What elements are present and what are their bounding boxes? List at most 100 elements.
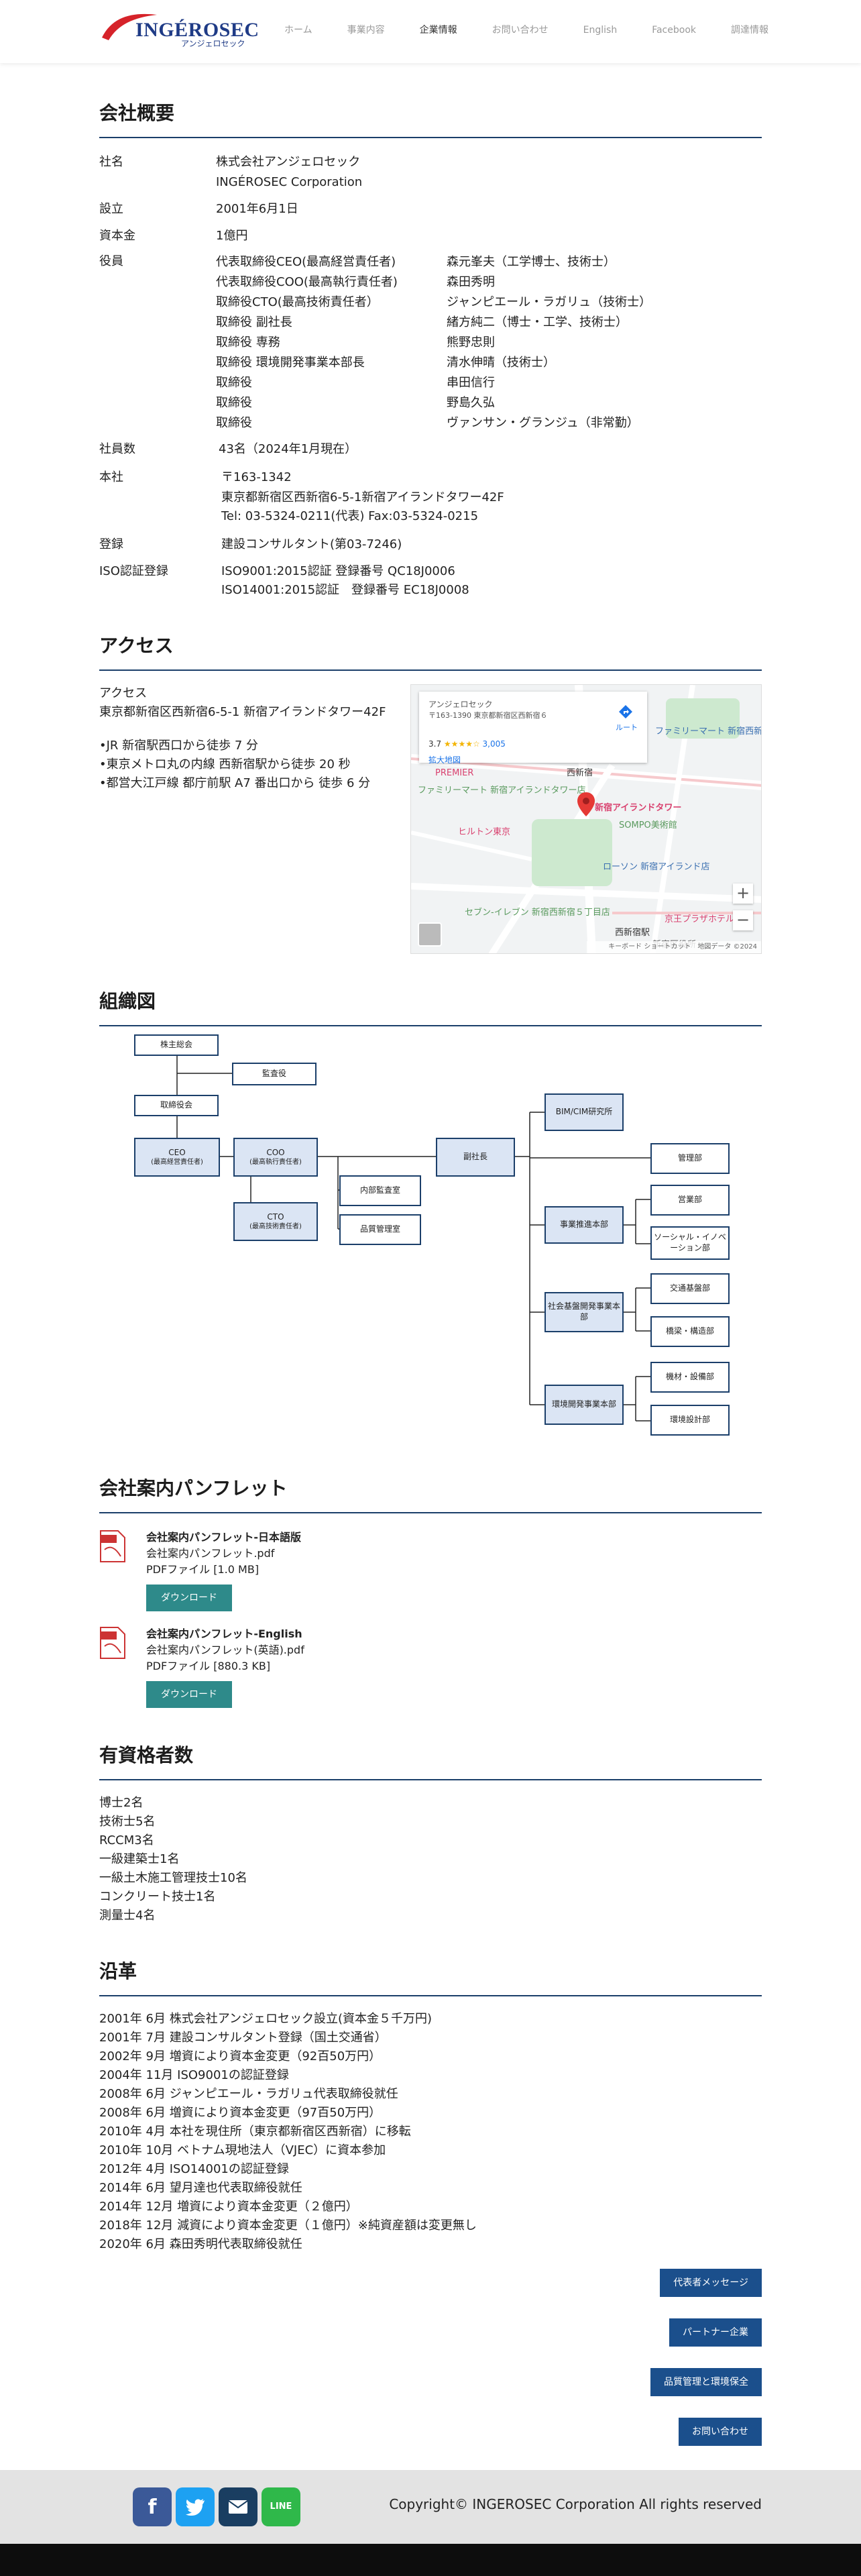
pamphlet-size: PDFファイル [880.3 KB] [146, 1660, 271, 1672]
officer-title: 取締役CTO(最高技術責任者） [216, 295, 379, 309]
pamphlet-body: 会社案内パンフレット-English 会社案内パンフレット(英語).pdf PD… [146, 1626, 549, 1708]
org-box-shareholders: 株主総会 [134, 1034, 219, 1056]
hq-zip: 〒163-1342 [221, 470, 292, 484]
google-map[interactable]: ヒルトン東京 SOMPO美術館 新宿アイランドタワー 西新宿 セブン-イレブン … [410, 684, 762, 954]
officer-row: 代表取締役CEO(最高経営責任者)森元峯夫（工学博士、技術士） [216, 252, 651, 272]
hq-address: 東京都新宿区西新宿6-5-1新宿アイランドタワー42F [221, 490, 504, 504]
nav-contact[interactable]: お問い合わせ [492, 25, 549, 36]
officer-title: 代表取締役CEO(最高経営責任者) [216, 255, 396, 269]
qualified-title: 有資格者数 [99, 1741, 762, 1780]
site-logo[interactable]: INGÉROSEC アンジェロセック [99, 11, 259, 51]
pdf-icon [100, 1530, 125, 1562]
access-route: •都営大江戸線 都庁前駅 A7 番出口から 徒歩 6 分 [99, 776, 371, 790]
map-place-card: アンジェロセック 〒163-1390 東京都新宿区西新宿６ 3.7 ★★★★☆ … [419, 692, 647, 765]
access-route: •東京メトロ丸の内線 西新宿駅から徒歩 20 秒 [99, 757, 351, 771]
nav-business[interactable]: 事業内容 [347, 25, 385, 36]
org-box-auditor: 監査役 [232, 1063, 317, 1085]
history-list: 2001年 6月 株式会社アンジェロセック設立(資本金５千万円) 2001年 7… [99, 2010, 477, 2254]
nav-english[interactable]: English [583, 25, 618, 36]
mail-icon[interactable] [219, 2487, 257, 2526]
site-header: INGÉROSEC アンジェロセック ホーム 事業内容 企業情報 お問い合わせ … [0, 0, 861, 63]
twitter-icon[interactable] [176, 2487, 215, 2526]
company-name-jp: 株式会社アンジェロセック [216, 155, 361, 169]
pamphlet-title-text: 会社案内パンフレット-English [146, 1627, 302, 1640]
org-connectors [176, 1055, 650, 1421]
download-button[interactable]: ダウンロード [146, 1585, 232, 1611]
reg-value: 建設コンサルタント(第03-7246) [221, 537, 402, 551]
iso-9001: ISO9001:2015認証 登録番号 QC18J0006 [221, 564, 455, 578]
zoom-out-icon[interactable]: − [733, 910, 753, 930]
partners-button[interactable]: パートナー企業 [669, 2318, 762, 2347]
officer-title: 取締役 [216, 376, 252, 390]
map-pin-icon[interactable] [577, 792, 595, 816]
officer-row: 取締役 副社長 緒方純二（博士・工学、技術士） [216, 313, 651, 333]
org-box-sublabel: (最高経営責任者) [151, 1159, 203, 1167]
history-title: 沿革 [99, 1957, 762, 1996]
map-label: セブン-イレブン 新宿西新宿５丁目店 [465, 908, 610, 918]
officer-name: 森田秀明 [447, 275, 495, 289]
nav-facebook[interactable]: Facebook [652, 25, 696, 36]
list-item: 博士2名 [99, 1796, 144, 1810]
map-label: 京王プラザホテル [665, 914, 735, 924]
facebook-icon[interactable]: f [133, 2487, 172, 2526]
pamphlet-body: 会社案内パンフレット-日本語版 会社案内パンフレット.pdf PDFファイル [… [146, 1529, 549, 1611]
pamphlet-title-text: 会社案内パンフレット-日本語版 [146, 1531, 301, 1544]
officer-name: 緒方純二（博士・工学、技術士） [447, 315, 628, 329]
zoom-in-icon[interactable]: + [733, 883, 753, 904]
officer-name: 熊野忠則 [447, 335, 495, 350]
directions-label[interactable]: ルート [616, 723, 638, 732]
access-title: アクセス [99, 632, 762, 671]
list-item: コンクリート技士1名 [99, 1890, 216, 1904]
nav-home[interactable]: ホーム [284, 25, 312, 36]
officer-row: 取締役 環境開発事業本部長清水伸晴（技術士） [216, 353, 651, 373]
site-footer: f LINE Copyright© INGEROSEC Corporation … [0, 2470, 861, 2544]
officer-name: 串田信行 [447, 376, 495, 390]
hq-tel: Tel: 03-5324-0211(代表) Fax:03-5324-0215 [221, 509, 479, 523]
org-box-traffic: 交通基盤部 [650, 1273, 730, 1304]
nav-company[interactable]: 企業情報 [419, 25, 457, 36]
map-enlarge-link[interactable]: 拡大地図 [428, 755, 461, 765]
officer-title: 取締役 副社長 [216, 315, 292, 329]
nav-procurement[interactable]: 調達情報 [731, 25, 768, 36]
contact-button[interactable]: お問い合わせ [679, 2418, 762, 2446]
list-item: 2008年 6月 増資により資本金変更（97百50万円） [99, 2106, 382, 2120]
line-glyph: LINE [270, 2502, 292, 2512]
map-label: ローソン 新宿アイランド店 [603, 862, 710, 872]
list-item: 2018年 12月 減資により資本金変更（１億円）※純資産額は変更無し [99, 2218, 477, 2233]
map-rating: 3.7 ★★★★☆ 3,005 [428, 738, 638, 750]
officer-row: 取締役ヴァンサン・グランジュ（非常勤） [216, 413, 651, 433]
list-item: 2001年 7月 建設コンサルタント登録（国土交通省） [99, 2031, 387, 2045]
officer-name: ヴァンサン・グランジュ（非常勤） [447, 416, 639, 430]
org-box-env-design: 環境設計部 [650, 1405, 730, 1436]
pamphlet-file[interactable]: 会社案内パンフレット.pdf [146, 1547, 275, 1560]
pdf-icon [100, 1627, 125, 1659]
org-box-biz-promo: 事業推進本部 [544, 1206, 624, 1244]
overview-title: 会社概要 [99, 99, 762, 138]
org-box-internal-audit: 内部監査室 [339, 1175, 421, 1206]
org-box-label: CEO [168, 1147, 186, 1157]
officer-name: ジャンピエール・ラガリュ（技術士） [447, 295, 652, 309]
logo-swoosh-icon [102, 13, 157, 40]
directions-icon[interactable] [618, 704, 634, 720]
reg-label: 登録 [99, 537, 123, 551]
quality-environment-button[interactable]: 品質管理と環境保全 [650, 2368, 762, 2396]
review-count[interactable]: 3,005 [482, 739, 506, 749]
ceo-message-button[interactable]: 代表者メッセージ [660, 2269, 762, 2297]
rating-value: 3.7 [428, 739, 442, 749]
list-item: 2014年 6月 望月達也代表取締役就任 [99, 2181, 302, 2195]
pamphlet-file[interactable]: 会社案内パンフレット(英語).pdf [146, 1644, 304, 1656]
capital-label: 資本金 [99, 229, 135, 243]
download-button[interactable]: ダウンロード [146, 1681, 232, 1708]
org-box-env: 環境開発事業本部 [544, 1385, 624, 1425]
officers-label: 役員 [99, 254, 123, 268]
map-layer-icon[interactable] [418, 922, 442, 947]
main-nav: ホーム 事業内容 企業情報 お問い合わせ English Facebook 調達… [249, 23, 768, 38]
list-item: 測量士4名 [99, 1909, 156, 1923]
employees-value: 43名（2024年1月現在） [219, 442, 357, 456]
org-box-label: COO [266, 1147, 285, 1157]
map-label: 西新宿 [567, 768, 593, 778]
org-chart: 株主総会 監査役 取締役会 CEO (最高経営責任者) COO (最高執行責任者… [99, 1033, 762, 1462]
map-place-address: 〒163-1390 東京都新宿区西新宿６ [428, 711, 548, 720]
map-label: ヒルトン東京 [458, 827, 511, 837]
line-icon[interactable]: LINE [262, 2487, 300, 2526]
